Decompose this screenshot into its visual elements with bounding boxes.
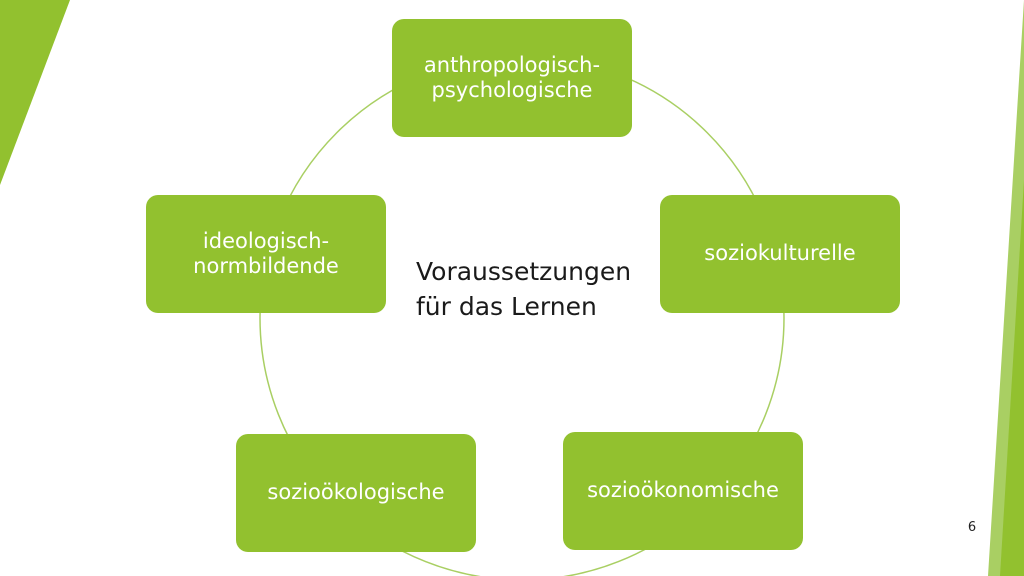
left-stripe — [0, 0, 70, 185]
node-ideologisch-normbildende: ideologisch- normbildende — [146, 195, 386, 313]
node-soziokulturelle: soziokulturelle — [660, 195, 900, 313]
right-stripe-dark — [1000, 180, 1024, 576]
node-label: ideologisch- normbildende — [193, 228, 339, 278]
center-title-line2: für das Lernen — [416, 292, 597, 321]
node-label: sozioökonomische — [587, 478, 779, 503]
center-title: Voraussetzungen für das Lernen — [416, 254, 656, 324]
page-number: 6 — [967, 520, 977, 535]
node-soziooekologische: sozioökologische — [236, 434, 476, 552]
node-soziooekonomische: sozioökonomische — [563, 432, 803, 550]
node-anthropologisch-psychologische: anthropologisch- psychologische — [392, 19, 632, 137]
node-label: soziokulturelle — [704, 241, 856, 266]
center-title-line1: Voraussetzungen — [416, 257, 632, 286]
node-label: sozioökologische — [267, 480, 445, 505]
node-label: anthropologisch- psychologische — [423, 52, 601, 102]
